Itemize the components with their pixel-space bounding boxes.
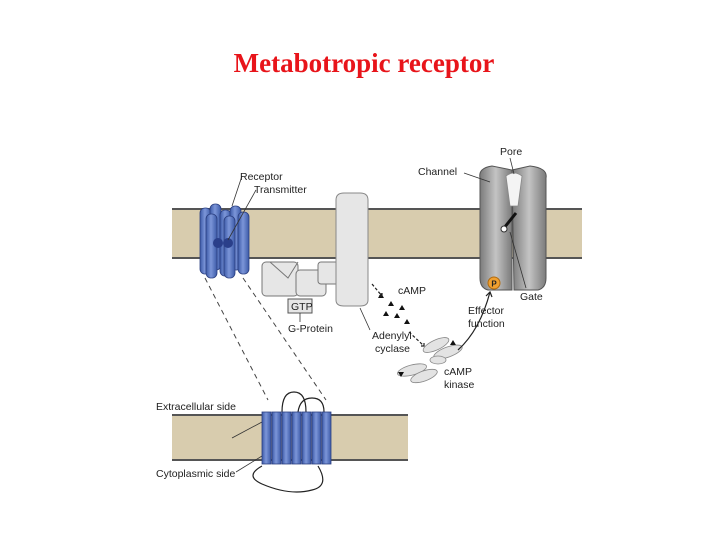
adenylyl-cyclase-label-2: cyclase <box>375 343 410 355</box>
leader-lines <box>227 157 527 473</box>
pore-label: Pore <box>500 146 522 158</box>
camp-molecules <box>378 293 410 324</box>
effector-label-1: Effector <box>468 305 504 317</box>
gate-label: Gate <box>520 291 543 303</box>
extracellular-label: Extracellular side <box>156 401 236 413</box>
phosphate-icon: P <box>487 276 501 290</box>
svg-text:P: P <box>491 280 497 289</box>
gtp-label: GTP <box>291 301 313 313</box>
cytoplasmic-label: Cytoplasmic side <box>156 468 236 480</box>
receptor-label: Receptor <box>240 171 283 183</box>
channel-label: Channel <box>418 166 457 178</box>
gate-bar <box>502 212 518 229</box>
channel-icon <box>479 165 547 291</box>
g-protein-label: G-Protein <box>288 323 333 335</box>
camp-label: cAMP <box>398 285 426 297</box>
transmitter-label: Transmitter <box>254 184 307 196</box>
projection-lines <box>204 277 327 401</box>
camp-kinase-icon <box>397 337 463 384</box>
adenylyl-cyclase-label-1: Adenylyl <box>372 330 412 342</box>
transmitter-icon <box>213 238 233 248</box>
adenylyl-cyclase-icon <box>335 192 369 307</box>
seven-pass-receptor-icon <box>252 391 332 493</box>
page-title: Metabotropic receptor <box>233 48 495 78</box>
g-protein-icon <box>261 261 341 297</box>
effector-label-2: function <box>468 318 505 330</box>
camp-kinase-label-2: kinase <box>444 379 475 391</box>
camp-kinase-label-1: cAMP <box>444 366 472 378</box>
signal-arrows <box>371 283 493 351</box>
